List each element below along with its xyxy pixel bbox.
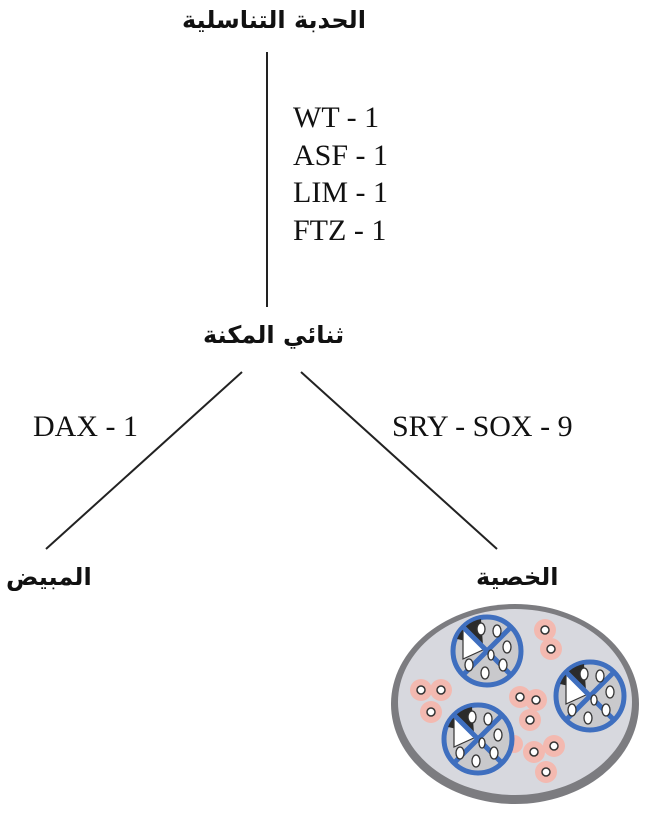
gene-sry-sox9: SRY - SOX - 9 xyxy=(392,410,573,443)
node-testis: الخصية xyxy=(476,563,559,591)
right-branch-line xyxy=(300,371,498,550)
gene-ftz1: FTZ - 1 xyxy=(293,214,387,247)
node-genital-ridge: الحدبة التناسلية xyxy=(182,6,366,34)
gene-dax1: DAX - 1 xyxy=(33,410,138,443)
node-ovary: المبيض xyxy=(6,563,92,591)
gene-lim1: LIM - 1 xyxy=(293,176,388,209)
left-branch-line xyxy=(45,371,243,550)
gene-asf1: ASF - 1 xyxy=(293,139,389,172)
gene-wt1: WT - 1 xyxy=(293,101,380,134)
testis-cross-section-icon xyxy=(391,604,639,804)
node-bipotential-gonad: ثنائي المكنة xyxy=(203,321,345,349)
